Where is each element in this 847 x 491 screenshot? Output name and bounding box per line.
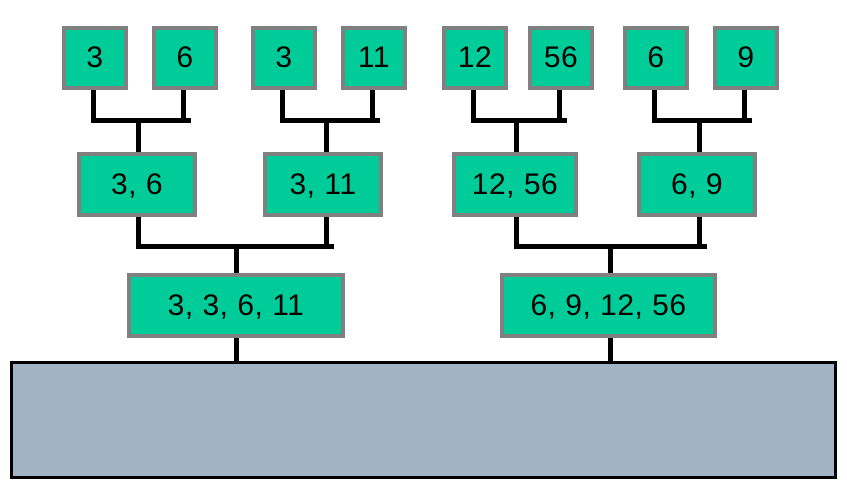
leaf-stem-1 — [91, 90, 96, 121]
quad-node-quad-1[interactable]: 3, 3, 6, 11 — [127, 273, 345, 338]
quad-node-quad-2[interactable]: 6, 9, 12, 56 — [500, 273, 717, 338]
pair-drop-3 — [514, 118, 519, 154]
sink-stem-2 — [608, 336, 613, 363]
quad-drop-2 — [608, 244, 613, 276]
leaf-node-6[interactable]: 6 — [152, 26, 218, 90]
pair-node-pair-2[interactable]: 3, 11 — [263, 152, 383, 217]
leaf-stem-8 — [742, 90, 747, 121]
pair-stem-3 — [514, 216, 519, 248]
leaf-node-3[interactable]: 3 — [251, 26, 317, 90]
pair-node-pair-4[interactable]: 6, 9 — [637, 152, 757, 217]
leaf-node-6[interactable]: 6 — [623, 26, 689, 90]
pair-merge-bar-2 — [280, 118, 380, 123]
leaf-stem-7 — [652, 90, 657, 121]
pair-merge-bar-1 — [91, 118, 191, 123]
leaf-node-9[interactable]: 9 — [713, 26, 779, 90]
leaf-node-11[interactable]: 11 — [341, 26, 407, 90]
leaf-node-3[interactable]: 3 — [62, 26, 128, 90]
result-area — [10, 361, 837, 479]
leaf-stem-6 — [557, 90, 562, 121]
pair-stem-2 — [324, 216, 329, 248]
pair-merge-bar-4 — [652, 118, 752, 123]
pair-drop-4 — [697, 118, 702, 154]
pair-stem-1 — [136, 216, 141, 248]
leaf-stem-3 — [280, 90, 285, 121]
quad-drop-1 — [234, 244, 239, 276]
pair-drop-1 — [136, 118, 141, 154]
pair-node-pair-3[interactable]: 12, 56 — [452, 152, 578, 217]
sink-stem-1 — [234, 336, 239, 363]
leaf-node-12[interactable]: 12 — [442, 26, 508, 90]
pair-merge-bar-3 — [471, 118, 567, 123]
pair-stem-4 — [697, 216, 702, 248]
pair-drop-2 — [324, 118, 329, 154]
leaf-stem-4 — [370, 90, 375, 121]
leaf-stem-2 — [181, 90, 186, 121]
pair-node-pair-1[interactable]: 3, 6 — [77, 152, 197, 217]
leaf-stem-5 — [471, 90, 476, 121]
leaf-node-56[interactable]: 56 — [528, 26, 594, 90]
